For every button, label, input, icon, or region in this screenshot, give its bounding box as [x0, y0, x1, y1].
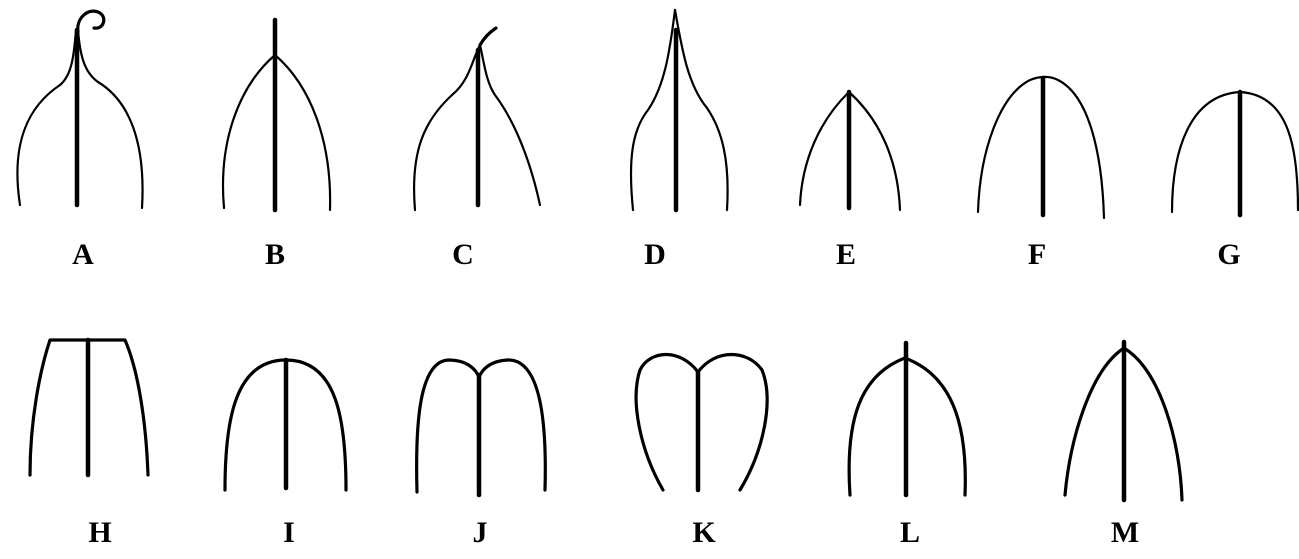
label-e: E — [836, 240, 856, 270]
leaf-apex-l — [849, 343, 965, 495]
label-l: L — [900, 518, 920, 548]
label-f: F — [1028, 240, 1046, 270]
label-k: K — [692, 518, 715, 548]
leaf-apex-d — [631, 10, 728, 210]
leaf-apex-i — [225, 360, 346, 490]
leaf-apex-a — [17, 11, 142, 208]
label-h: H — [88, 518, 111, 548]
leaf-apex-g — [1172, 92, 1298, 215]
leaf-apex-h — [30, 340, 148, 475]
label-b: B — [265, 240, 285, 270]
leaf-apex-b — [223, 20, 330, 210]
label-d: D — [644, 240, 666, 270]
leaf-apex-f — [978, 77, 1104, 218]
label-j: J — [473, 518, 488, 548]
label-g: G — [1217, 240, 1240, 270]
leaf-apex-k — [636, 355, 767, 491]
leaf-apex-c — [414, 28, 540, 210]
leaf-apex-e — [800, 92, 900, 210]
label-a: A — [72, 240, 94, 270]
leaf-apex-j — [417, 360, 546, 495]
label-m: M — [1111, 518, 1139, 548]
label-c: C — [452, 240, 474, 270]
leaf-apex-m — [1065, 342, 1182, 500]
label-i: I — [283, 518, 295, 548]
